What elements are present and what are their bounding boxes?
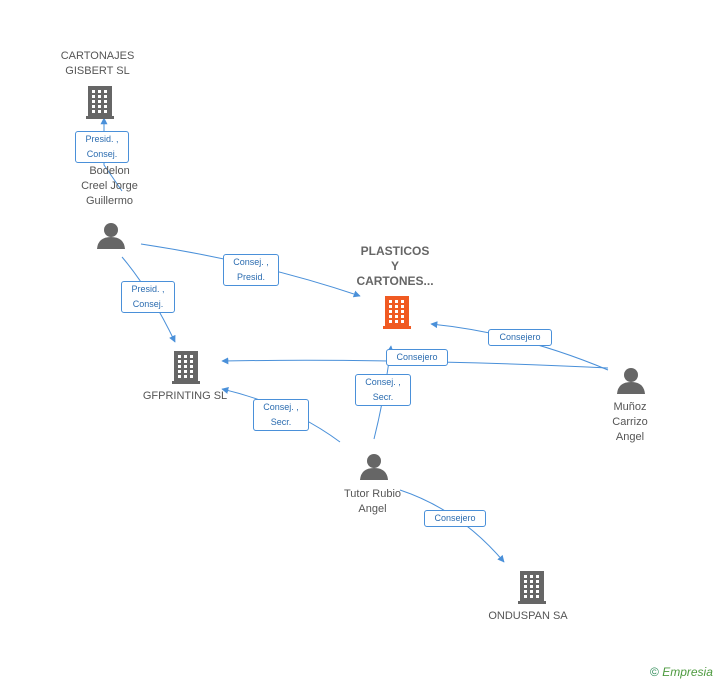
building-icon-plasticos[interactable] bbox=[383, 296, 411, 329]
brand-name[interactable]: Empresia bbox=[662, 665, 713, 679]
building-icon-onduspan[interactable] bbox=[518, 571, 546, 604]
edge-label-munoz-gfprinting[interactable]: Consejero bbox=[386, 349, 448, 366]
building-icon-cartonajes[interactable] bbox=[86, 86, 114, 119]
node-label-onduspan[interactable]: ONDUSPAN SA bbox=[488, 610, 568, 622]
building-icon-gfprinting[interactable] bbox=[172, 351, 200, 384]
edge-label-bodelon-plasticos[interactable]: Consej. ,Presid. bbox=[223, 254, 279, 286]
edge-label-bodelon-cartonajes[interactable]: Presid. ,Consej. bbox=[75, 131, 129, 163]
person-icon-munoz[interactable] bbox=[617, 368, 645, 394]
edge-label-tutor-onduspan[interactable]: Consejero bbox=[424, 510, 486, 527]
edge-label-tutor-gfprinting[interactable]: Consej. ,Secr. bbox=[253, 399, 309, 431]
person-icon-tutor[interactable] bbox=[360, 454, 388, 480]
copyright-symbol: © bbox=[650, 665, 659, 679]
edge-label-munoz-plasticos[interactable]: Consejero bbox=[488, 329, 552, 346]
edge-label-tutor-plasticos[interactable]: Consej. ,Secr. bbox=[355, 374, 411, 406]
person-icon-bodelon[interactable] bbox=[97, 223, 125, 249]
node-label-gfprinting[interactable]: GFPRINTING SL bbox=[142, 390, 228, 402]
footer-brand: © Empresia bbox=[650, 665, 713, 679]
edge-label-bodelon-gfprinting[interactable]: Presid. ,Consej. bbox=[121, 281, 175, 313]
